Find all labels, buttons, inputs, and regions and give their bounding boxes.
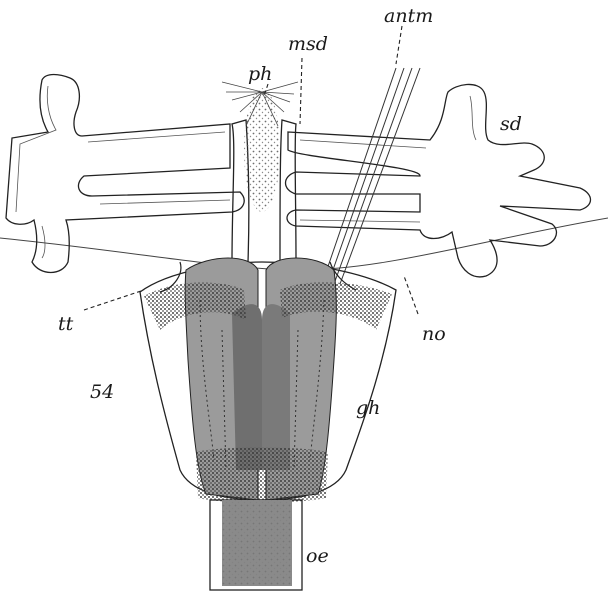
label-oe: oe xyxy=(306,545,329,567)
label-tt: tt xyxy=(58,313,74,335)
label-ph: ph xyxy=(248,63,272,85)
ganglionic-head xyxy=(140,258,396,503)
figure-number: 54 xyxy=(90,381,114,403)
right-salivary-duct xyxy=(286,84,591,276)
label-msd: msd xyxy=(288,33,328,55)
label-no: no xyxy=(422,323,446,345)
label-gh: gh xyxy=(356,397,380,419)
label-antm: antm xyxy=(384,5,433,27)
label-sd: sd xyxy=(500,113,522,135)
oesophagus xyxy=(210,500,302,590)
